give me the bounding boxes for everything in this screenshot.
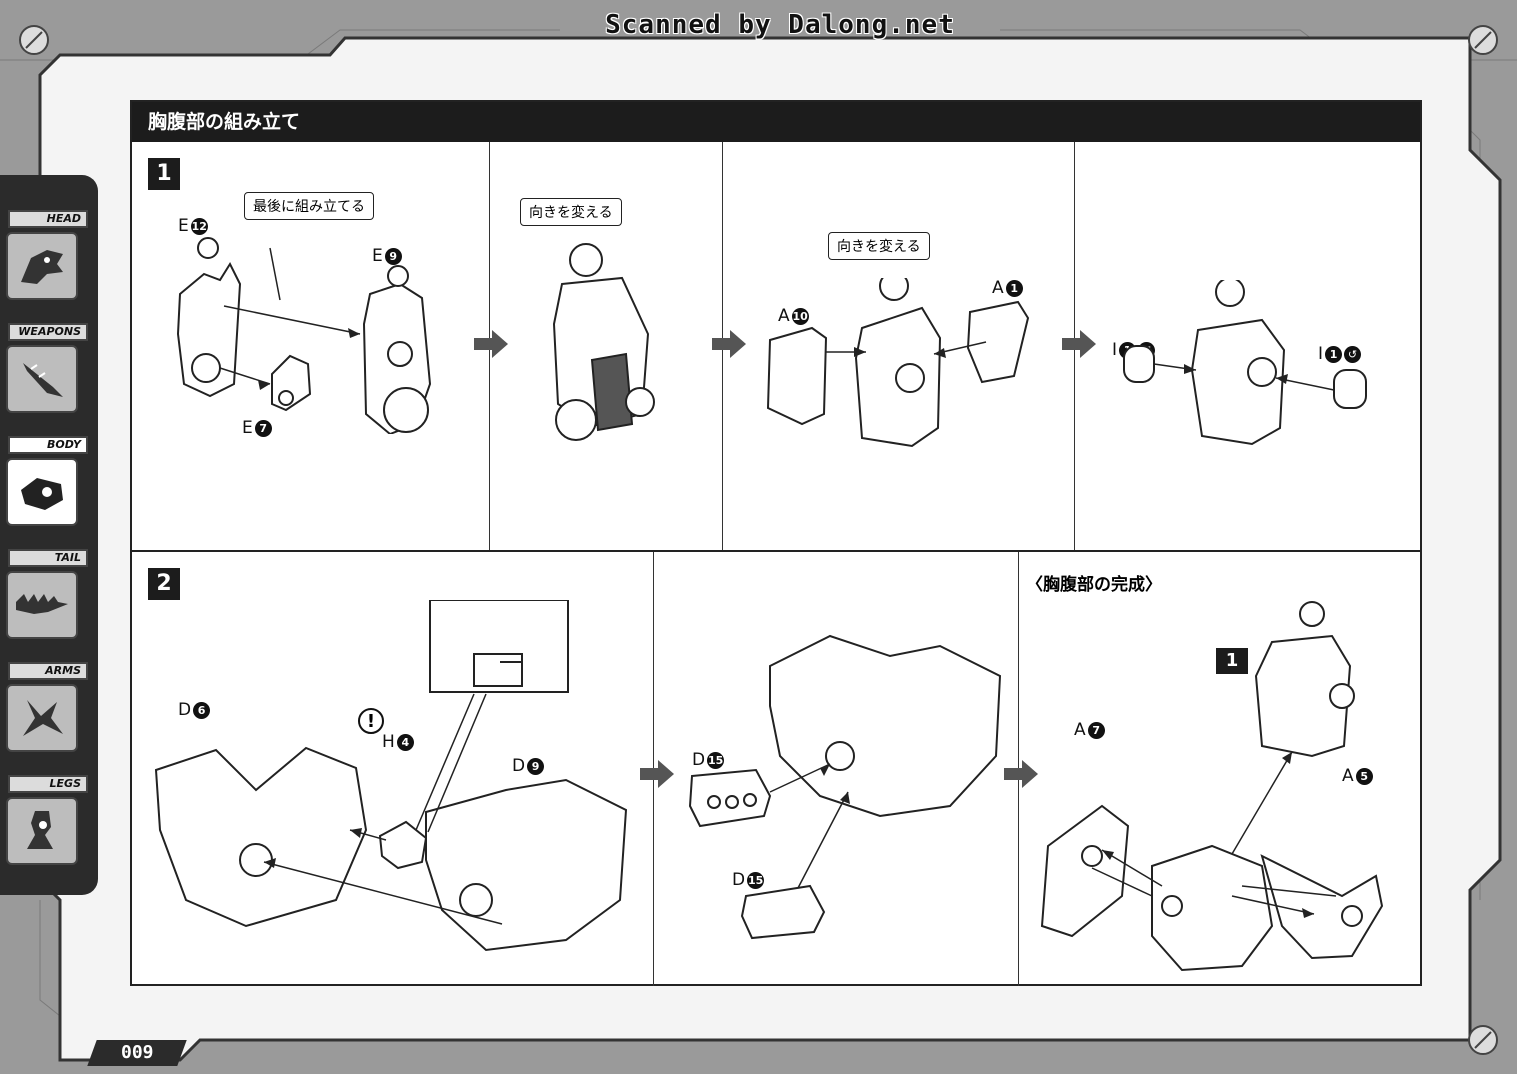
tab-arms[interactable]: ARMS [4,662,88,768]
tab-weapons[interactable]: WEAPONS [4,323,88,429]
part-letter: A [1342,766,1354,786]
step-2-row: 2 D6 H4 D9 ! ! [132,552,1420,986]
step-1-number: 1 [148,158,180,190]
tail-icon [6,571,78,639]
part-letter: H [382,732,395,752]
tab-arms-label: ARMS [8,662,88,680]
completed-chest-assembly [1040,601,1384,972]
part-letter: E [178,216,189,236]
part-number: 7 [1087,721,1105,739]
step-1-reference: 1 [1216,648,1248,674]
part-letter: D [732,870,746,890]
part-letter: A [778,306,790,326]
parts-diagram-a10-a1 [766,278,1030,448]
parts-diagram-d6-h4-d9 [154,600,628,952]
part-number: 9 [527,757,545,775]
tab-body[interactable]: BODY [4,436,88,542]
section-sidebar: HEAD WEAPONS BODY TAIL ARMS LEGS [0,175,98,895]
body-icon [6,458,78,526]
tab-body-label: BODY [8,436,88,454]
part-number: 10 [791,307,809,325]
part-number: 15 [707,751,725,769]
tab-tail[interactable]: TAIL [4,549,88,655]
rotate-mark-icon: ↺ [1344,345,1362,363]
part-number: 15 [747,871,765,889]
tab-legs-label: LEGS [8,775,88,793]
claw-arm-icon [6,684,78,752]
callout-change-direction: 向きを変える [520,198,622,226]
next-step-arrow-icon [640,760,674,788]
part-letter: D [692,750,706,770]
part-letter: D [512,756,526,776]
part-letter: I [1318,344,1324,364]
assembled-torso-rotated [552,243,655,441]
part-number: 4 [396,733,414,751]
part-letter: E [372,246,383,266]
part-letter: D [178,700,192,720]
next-step-arrow-icon [1004,760,1038,788]
tab-tail-label: TAIL [8,549,88,567]
caution-icon: ! [358,708,384,734]
tab-head-label: HEAD [8,210,88,228]
parts-diagram-d15 [688,634,1002,940]
part-letter: I [1112,340,1118,360]
next-step-arrow-icon [712,330,746,358]
page-number-text: 009 [120,1042,154,1063]
watermark-text: Scanned by Dalong.net [605,10,955,40]
callout-change-direction-2: 向きを変える [828,232,930,260]
callout-assemble-last: 最後に組み立てる [244,192,374,220]
leg-icon [6,797,78,865]
part-number: 1 [1325,345,1343,363]
section-title: 胸腹部の組み立て [132,102,1420,142]
part-number: 7 [254,419,272,437]
part-number: 5 [1355,767,1373,785]
part-number: 9 [384,247,402,265]
part-letter: A [992,278,1004,298]
part-letter: A [1074,720,1086,740]
part-number: 1 [1005,279,1023,297]
parts-diagram-e12-e9-e7 [176,237,432,434]
drill-weapon-icon [6,345,78,413]
next-step-arrow-icon [1062,330,1096,358]
parts-diagram-i1-caps [1123,280,1367,446]
next-step-arrow-icon [474,330,508,358]
tab-head[interactable]: HEAD [4,210,88,316]
part-letter: E [242,418,253,438]
dragon-head-icon [6,232,78,300]
page-number: 009 [87,1040,187,1066]
tab-weapons-label: WEAPONS [8,323,88,341]
part-number: 6 [193,701,211,719]
part-number: 12 [190,217,208,235]
step-2-number: 2 [148,568,180,600]
completed-chest-title: 〈胸腹部の完成〉 [1026,575,1162,595]
tab-legs[interactable]: LEGS [4,775,88,881]
